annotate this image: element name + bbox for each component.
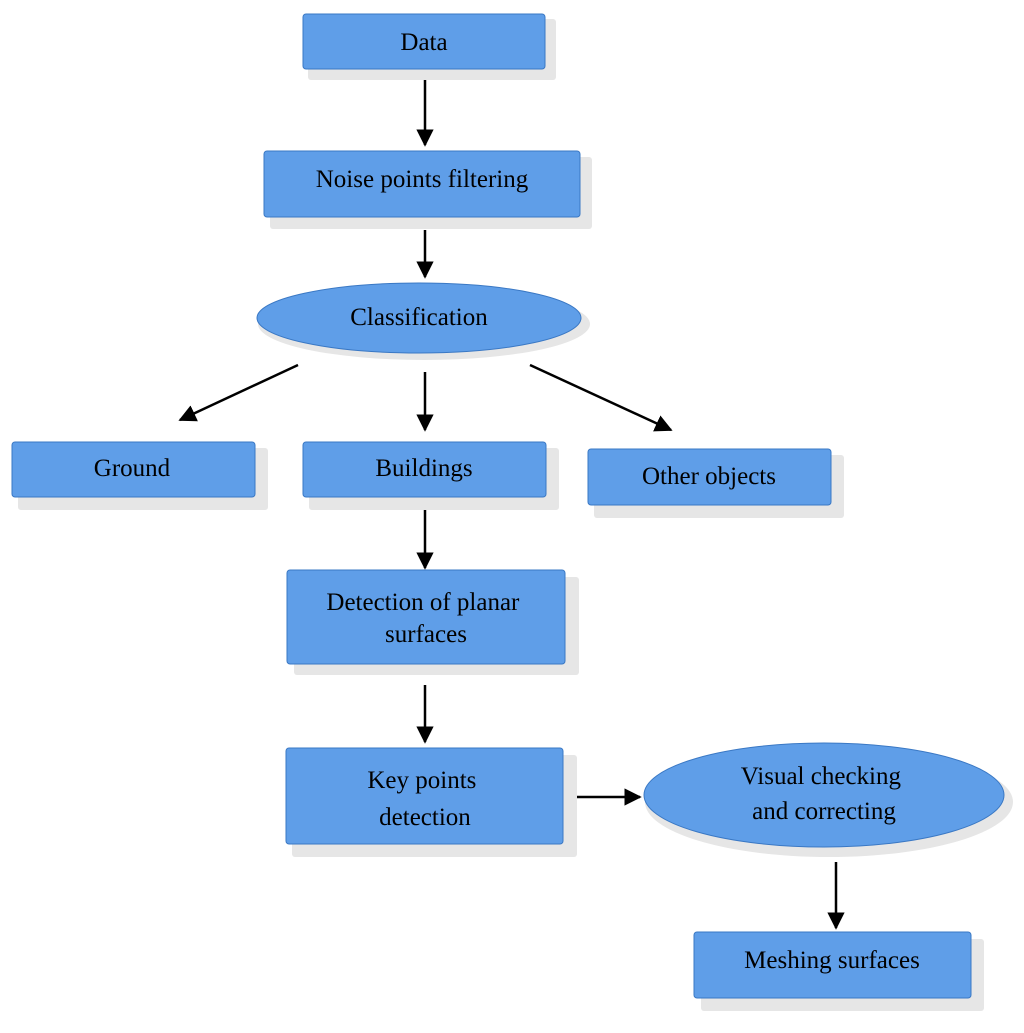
node-other-objects-label: Other objects <box>642 463 776 490</box>
node-buildings: Buildings <box>302 441 559 510</box>
node-data: Data <box>302 13 556 80</box>
node-noise-filtering-label: Noise points filtering <box>316 166 529 193</box>
node-data-label: Data <box>400 29 447 56</box>
node-buildings-label: Buildings <box>375 455 472 482</box>
node-visual-checking-line-2: and correcting <box>752 798 896 825</box>
node-visual-checking: Visual checking and correcting <box>643 742 1013 857</box>
node-detection-planar-label: Detection of planar surfaces <box>326 589 525 648</box>
node-meshing: Meshing surfaces <box>693 931 984 1011</box>
node-noise-filtering: Noise points filtering <box>263 150 592 229</box>
node-key-points-label: Key points detection <box>367 767 482 831</box>
node-key-points-line-2: detection <box>379 804 471 831</box>
node-classification: Classification <box>256 282 590 360</box>
node-key-points-line-1: Key points <box>367 767 476 794</box>
node-visual-checking-label: Visual checking and correcting <box>741 763 908 825</box>
node-key-points: Key points detection <box>285 747 577 857</box>
connectors <box>178 80 845 930</box>
node-classification-label: Classification <box>350 304 488 331</box>
node-meshing-label: Meshing surfaces <box>744 947 920 974</box>
node-detection-planar-line-1: Detection of planar <box>326 589 520 616</box>
arrow-classification-to-ground <box>178 363 299 422</box>
node-other-objects: Other objects <box>587 448 844 518</box>
node-detection-planar: Detection of planar surfaces <box>286 569 579 675</box>
node-detection-planar-line-2: surfaces <box>385 621 467 648</box>
node-ground-label: Ground <box>94 455 171 482</box>
node-ground: Ground <box>11 441 268 510</box>
arrow-classification-to-other <box>529 363 673 432</box>
node-visual-checking-line-1: Visual checking <box>741 763 902 790</box>
